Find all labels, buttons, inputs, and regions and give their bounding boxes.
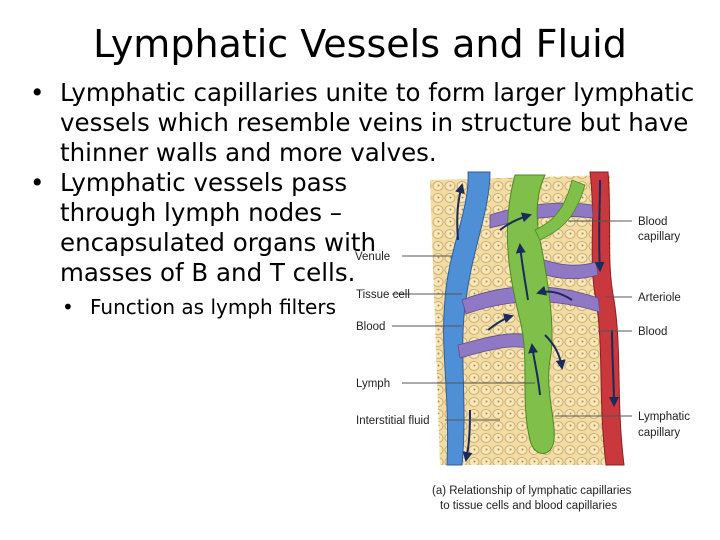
label-lymph: Lymph bbox=[356, 378, 390, 390]
label-lymphatic-capillary-2: capillary bbox=[638, 427, 680, 439]
bullet-text: Lymphatic capillaries unite to form larg… bbox=[60, 78, 694, 167]
label-interstitial-fluid: Interstitial fluid bbox=[356, 415, 430, 427]
label-blood-right: Blood bbox=[638, 326, 667, 338]
bullet-item: • Lymphatic capillaries unite to form la… bbox=[30, 78, 720, 168]
bullet-marker: • bbox=[30, 168, 44, 198]
sub-bullet-text: Function as lymph filters bbox=[90, 295, 336, 319]
sub-bullet-marker: • bbox=[62, 292, 74, 322]
figure-caption-line1: (a) Relationship of lymphatic capillarie… bbox=[432, 485, 632, 497]
bullet-list: • Lymphatic capillaries unite to form la… bbox=[30, 78, 720, 322]
bullet-text: Lymphatic vessels pass through lymph nod… bbox=[60, 168, 376, 287]
slide-title: Lymphatic Vessels and Fluid bbox=[0, 20, 720, 68]
bullet-item: • Lymphatic vessels pass through lymph n… bbox=[30, 168, 420, 288]
label-lymphatic-capillary-1: Lymphatic bbox=[638, 411, 690, 423]
figure-caption-line2: to tissue cells and blood capillaries bbox=[440, 500, 617, 512]
label-blood-left: Blood bbox=[356, 321, 385, 333]
sub-bullet-item: • Function as lymph filters bbox=[30, 292, 720, 322]
bullet-marker: • bbox=[30, 78, 44, 108]
